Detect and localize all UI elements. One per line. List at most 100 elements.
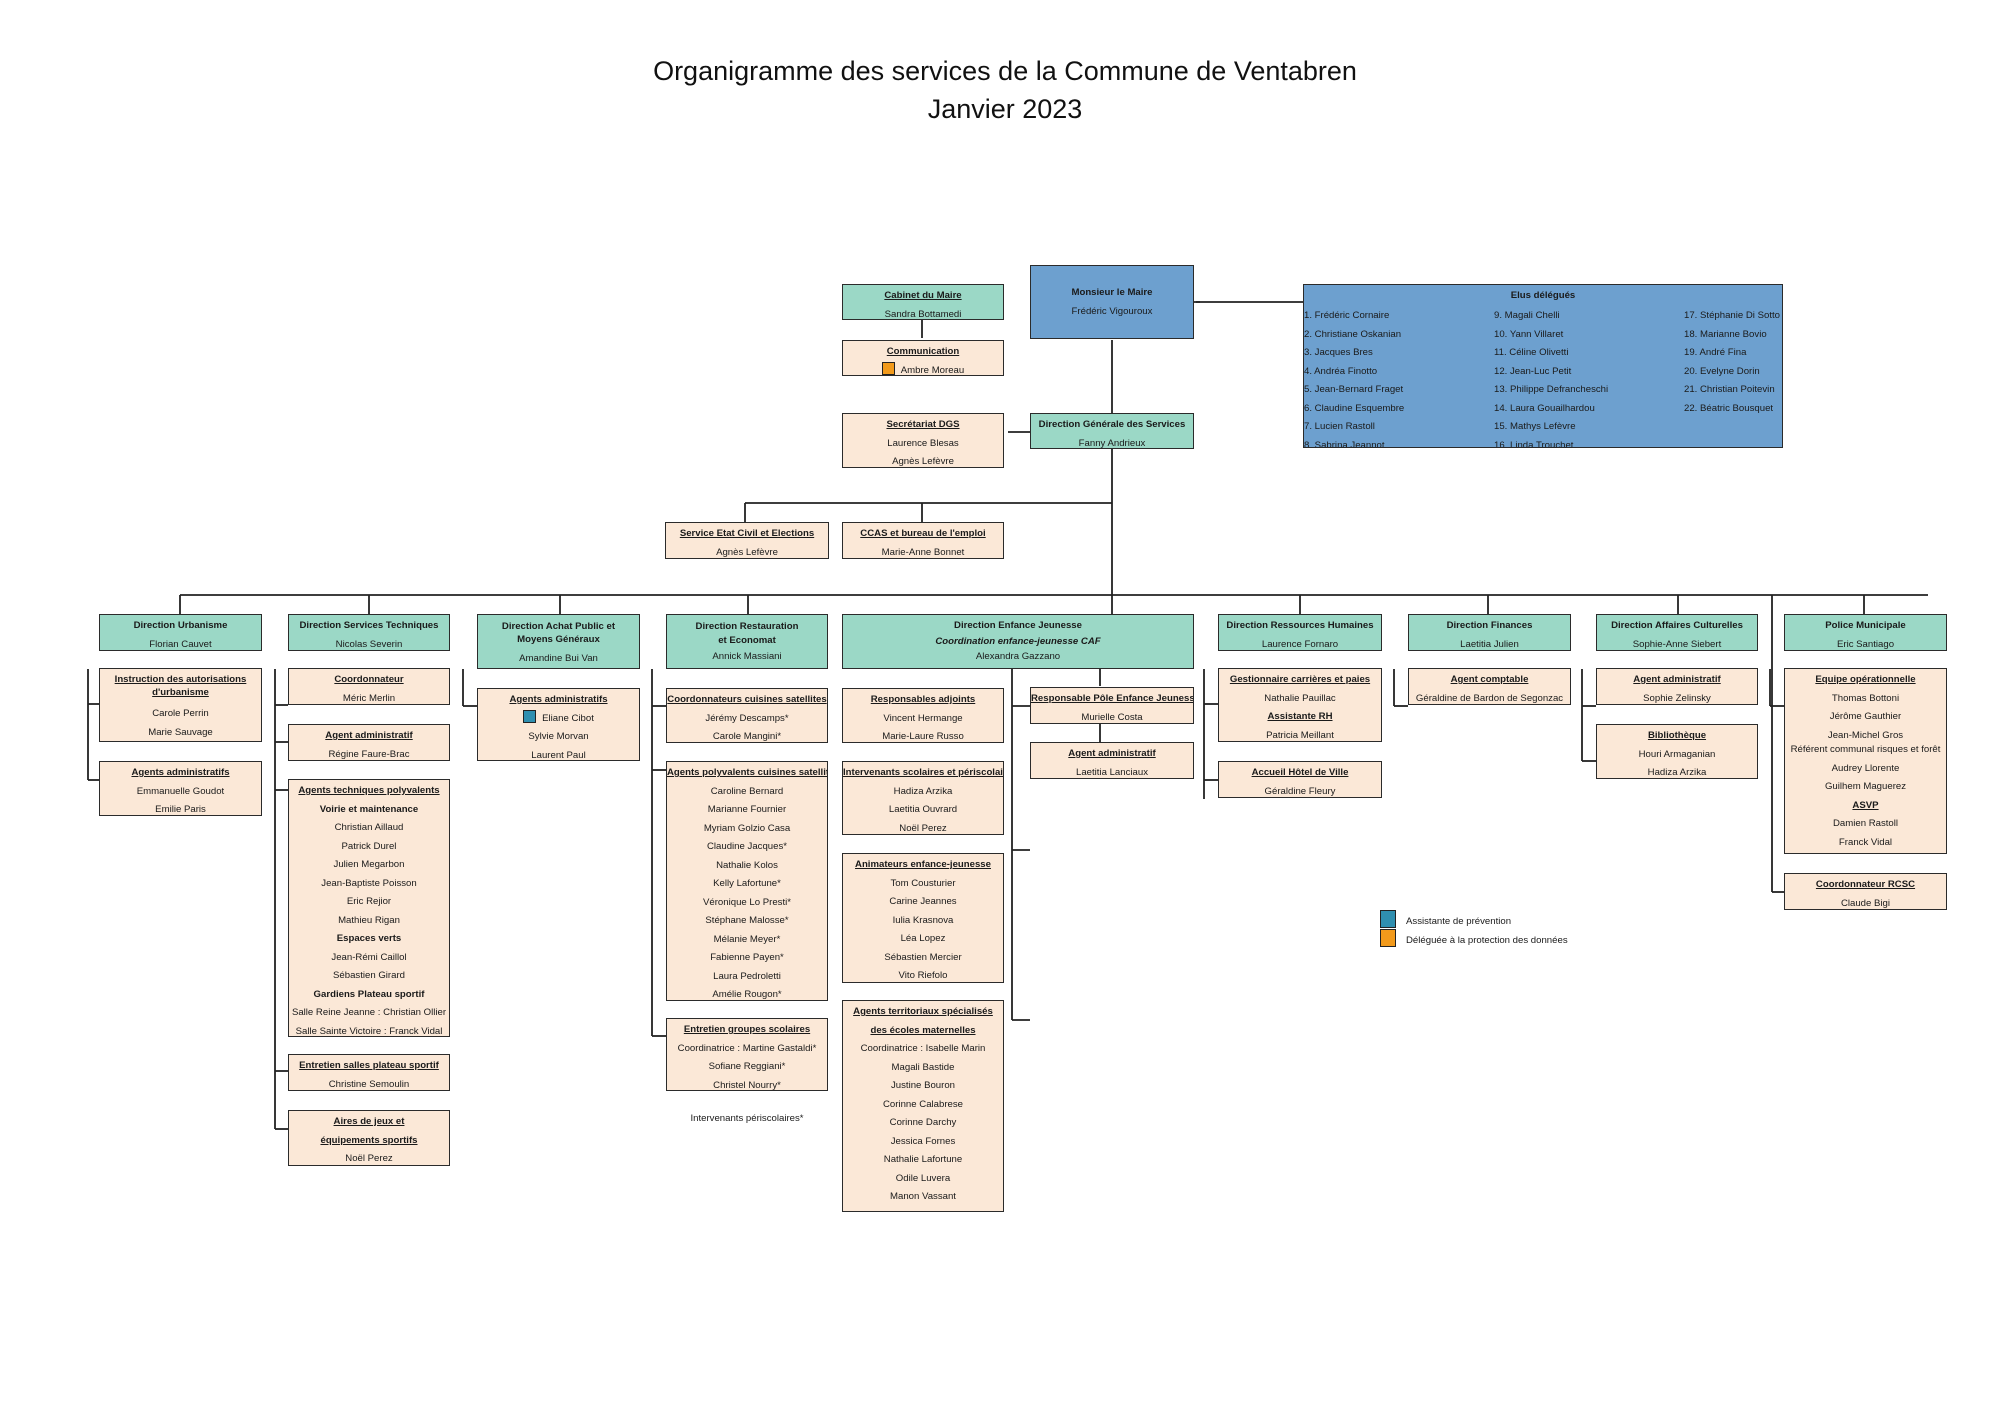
enfance-anim-name: Carine Jeannes <box>889 896 957 907</box>
rh-accueil-box: Accueil Hôtel de Ville Géraldine Fleury <box>1218 761 1382 798</box>
techniques-aires-name: Noël Perez <box>345 1153 393 1164</box>
enfance-inter-name: Laetitia Ouvrard <box>888 804 958 815</box>
restauration-poly-title: Agents polyvalents cuisines satellites <box>667 767 828 778</box>
elu-item: 1. Frédéric Cornaire <box>1304 310 1390 321</box>
ccas-box: CCAS et bureau de l'emploi Marie-Anne Bo… <box>842 522 1004 559</box>
cabinet-box: Cabinet du Maire Sandra Bottamedi <box>842 284 1004 320</box>
dgs-name: Fanny Andrieux <box>1078 437 1146 449</box>
restauration-poly-box: Agents polyvalents cuisines satellites C… <box>666 761 828 1001</box>
enfance-anim-box: Animateurs enfance-jeunesse Tom Cousturi… <box>842 853 1004 983</box>
enfance-inter-title: Intervenants scolaires et périscolaires <box>843 767 1004 778</box>
rh-accueil-title: Accueil Hôtel de Ville <box>1251 767 1349 778</box>
rh-box: Direction Ressources Humaines Laurence F… <box>1218 614 1382 651</box>
police-asvp-name: Franck Vidal <box>1838 836 1893 848</box>
etat-civil-box: Service Etat Civil et Elections Agnès Le… <box>665 522 829 559</box>
restauration-box: Direction Restauration et Economat Annic… <box>666 614 828 669</box>
techniques-aires-title1: Aires de jeux et <box>333 1116 405 1127</box>
periscolaire-note: Intervenants périscolaires* <box>690 1113 804 1124</box>
police-name: Eric Santiago <box>1836 638 1895 650</box>
rh-accueil-name: Géraldine Fleury <box>1264 785 1336 797</box>
elu-item: 15. Mathys Lefèvre <box>1494 421 1576 432</box>
communication-box: Communication Ambre Moreau <box>842 340 1004 376</box>
police-equipe-name: Jean-Michel Gros <box>1827 729 1904 741</box>
restauration-coord-name: Carole Mangini* <box>712 731 782 742</box>
restauration-poly-name: Laura Pedroletti <box>713 970 781 982</box>
legend-label: Déléguée à la protection des données <box>1406 935 1568 946</box>
restauration-name: Annick Massiani <box>712 651 782 662</box>
communication-title: Communication <box>886 346 960 357</box>
enfance-pole-admin-name: Laetitia Lanciaux <box>1075 766 1148 778</box>
enfance-atsem-name: Nathalie Lafortune <box>883 1154 963 1165</box>
restauration-poly-name: Marianne Fournier <box>707 804 787 815</box>
achat-agents-box: Agents administratifs Eliane Cibot Sylvi… <box>477 688 640 761</box>
police-rcsc-box: Coordonnateur RCSC Claude Bigi <box>1784 873 1947 910</box>
elu-item: 5. Jean-Bernard Fraget <box>1304 384 1404 395</box>
restauration-poly-name: Claudine Jacques* <box>706 841 787 852</box>
rh-title: Direction Ressources Humaines <box>1226 620 1374 631</box>
restauration-poly-name: Myriam Golzio Casa <box>703 822 791 834</box>
elu-item: 7. Lucien Rastoll <box>1304 421 1375 432</box>
prevention-legend-icon <box>1380 910 1396 928</box>
culturelles-biblio-name: Hadiza Arzika <box>1647 767 1707 778</box>
ccas-title: CCAS et bureau de l'emploi <box>860 528 986 539</box>
finances-agent-box: Agent comptable Géraldine de Bardon de S… <box>1408 668 1571 705</box>
police-box: Police Municipale Eric Santiago <box>1784 614 1947 651</box>
enfance-atsem-name: Odile Luvera <box>895 1172 951 1184</box>
achat-agent-name: Sylvie Morvan <box>528 731 589 742</box>
secretariat-box: Secrétariat DGS Laurence Blesas Agnès Le… <box>842 413 1004 468</box>
techniques-voirie-name: Patrick Durel <box>341 840 397 852</box>
elu-item: 16. Linda Trouchet <box>1494 439 1574 448</box>
elu-item: 8. Sabrina Jeannot <box>1304 439 1385 448</box>
restauration-entretien-title: Entretien groupes scolaires <box>683 1024 811 1035</box>
maire-box: Monsieur le Maire Frédéric Vigouroux <box>1030 265 1194 339</box>
secretariat-name: Laurence Blesas <box>887 437 959 449</box>
achat-agent-name: Laurent Paul <box>531 749 586 761</box>
techniques-poly-title: Agents techniques polyvalents <box>298 785 440 796</box>
dgs-title: Direction Générale des Services <box>1038 419 1186 430</box>
techniques-coord-box: Coordonnateur Méric Merlin <box>288 668 450 705</box>
restauration-entretien-name: Sofiane Reggiani* <box>708 1061 786 1072</box>
restauration-entretien-box: Entretien groupes scolaires Coordinatric… <box>666 1018 828 1091</box>
techniques-coord-title: Coordonnateur <box>334 674 404 685</box>
culturelles-title: Direction Affaires Culturelles <box>1611 620 1743 631</box>
enfance-resp-name: Marie-Laure Russo <box>882 731 964 742</box>
police-rcsc-name: Claude Bigi <box>1840 897 1891 909</box>
elu-item: 21. Christian Poitevin <box>1684 384 1775 395</box>
restauration-poly-name: Nathalie Kolos <box>716 859 778 871</box>
elus-col3: 17. Stéphanie Di Sotto 18. Marianne Bovi… <box>1684 307 1780 418</box>
elu-item: 17. Stéphanie Di Sotto <box>1684 310 1781 321</box>
rh-gest-name: Nathalie Pauillac <box>1264 692 1336 704</box>
enfance-title: Direction Enfance Jeunesse <box>954 620 1082 631</box>
rh-assist-title: Assistante RH <box>1267 711 1333 722</box>
techniques-espaces-name: Sébastien Girard <box>333 970 405 981</box>
elus-box: Elus délégués 1. Frédéric Cornaire 2. Ch… <box>1303 284 1783 448</box>
finances-agent-title: Agent comptable <box>1450 674 1529 685</box>
communication-name: Ambre Moreau <box>900 364 965 376</box>
rh-gest-box: Gestionnaire carrières et paies Nathalie… <box>1218 668 1382 742</box>
enfance-atsem-name: Coordinatrice : Isabelle Marin <box>860 1043 986 1054</box>
techniques-admin-title: Agent administratif <box>325 730 413 741</box>
elu-item: 18. Marianne Bovio <box>1684 328 1767 340</box>
techniques-voirie-name: Jean-Baptiste Poisson <box>321 877 417 889</box>
enfance-anim-name: Léa Lopez <box>900 933 946 944</box>
urbanisme-instruction-box: Instruction des autorisations d'urbanism… <box>99 668 262 742</box>
police-equipe-note: Référent communal risques et forêt <box>1790 743 1941 755</box>
elu-item: 3. Jacques Bres <box>1304 347 1373 358</box>
rh-name: Laurence Fornaro <box>1261 638 1339 650</box>
techniques-aires-box: Aires de jeux et équipements sportifs No… <box>288 1110 450 1166</box>
urbanisme-instruction-name: Marie Sauvage <box>148 726 213 738</box>
legend: Assistante de prévention Déléguée à la p… <box>1380 910 1568 948</box>
restauration-coord-title: Coordonnateurs cuisines satellites <box>667 694 827 705</box>
police-title: Police Municipale <box>1825 620 1906 631</box>
techniques-voirie-name: Christian Aillaud <box>334 822 404 833</box>
enfance-anim-name: Tom Cousturier <box>890 877 956 889</box>
data-protection-marker-icon <box>881 361 895 375</box>
cabinet-title: Cabinet du Maire <box>884 290 962 301</box>
culturelles-box: Direction Affaires Culturelles Sophie-An… <box>1596 614 1758 651</box>
restauration-coord-name: Jérémy Descamps* <box>705 712 789 724</box>
elu-item: 12. Jean-Luc Petit <box>1494 365 1572 377</box>
restauration-poly-name: Stéphane Malosse* <box>705 915 789 926</box>
techniques-aires-title2: équipements sportifs <box>320 1134 418 1146</box>
secretariat-title: Secrétariat DGS <box>886 419 960 430</box>
restauration-poly-name: Fabienne Payen* <box>710 952 784 963</box>
